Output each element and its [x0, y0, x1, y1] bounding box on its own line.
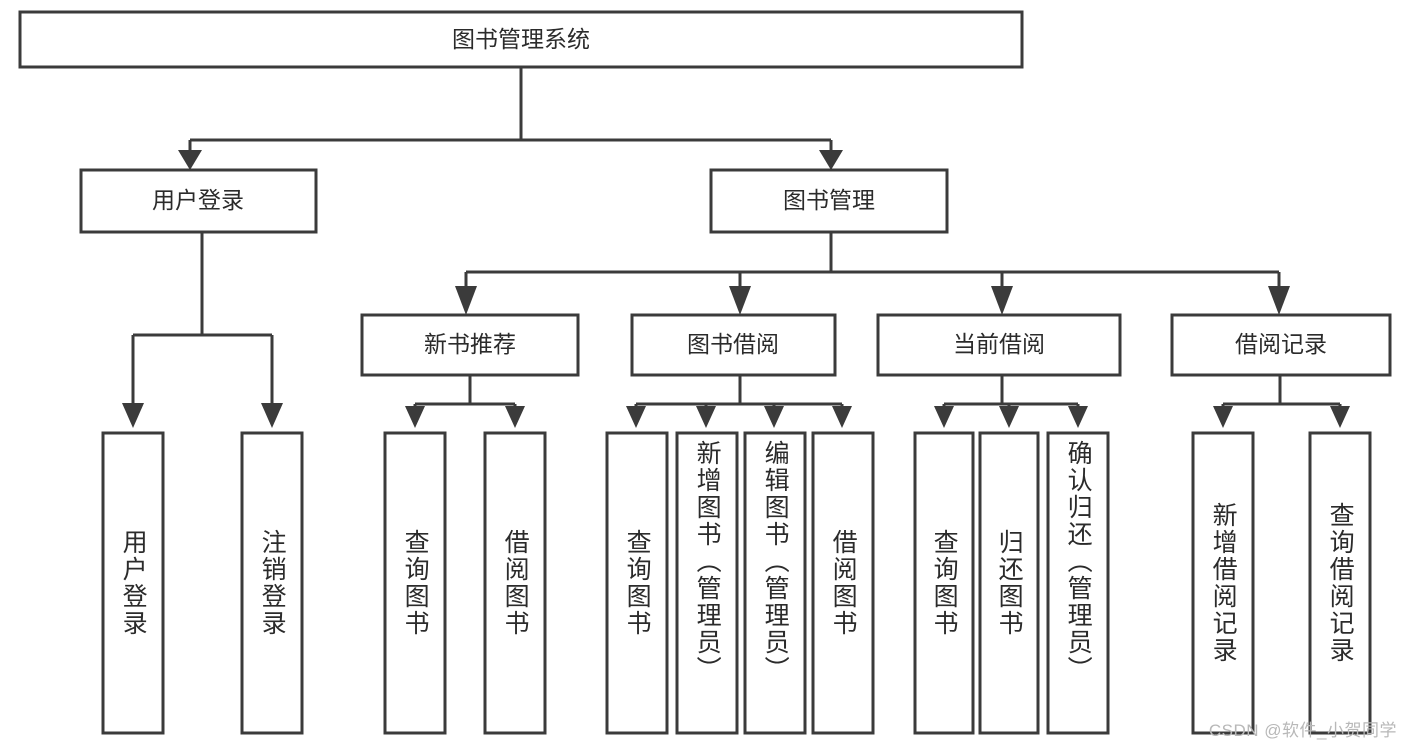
- node-borrow-record-label: 借阅记录: [1235, 331, 1327, 357]
- node-leaf-user-login-box[interactable]: [101, 431, 165, 735]
- connector-group-user-login: [122, 232, 283, 428]
- node-leaf-add-book-box[interactable]: [675, 431, 739, 735]
- node-book-management-box[interactable]: [709, 168, 949, 234]
- connector-group-book-borrow: [626, 375, 852, 428]
- node-leaf-return-book-box[interactable]: [978, 431, 1040, 735]
- csdn-watermark: CSDN @软件_小贺同学: [1208, 721, 1397, 740]
- node-book-management-label: 图书管理: [783, 187, 875, 213]
- arrowhead-leaf-logout-login: [261, 403, 283, 428]
- arrowhead-leaf-user-login: [122, 403, 144, 428]
- arrowhead-leaf-query-book-1: [405, 406, 425, 428]
- arrowhead-user-login: [178, 150, 202, 170]
- arrowhead-borrow-record: [1268, 286, 1290, 315]
- node-current-borrow-label: 当前借阅: [953, 331, 1045, 357]
- arrowhead-leaf-add-book: [696, 406, 716, 428]
- connector-group-book-management: [455, 232, 1290, 315]
- connector-group-current-borrow: [934, 375, 1088, 428]
- node-leaf-edit-book-box[interactable]: [743, 431, 807, 735]
- node-borrow-record-box[interactable]: [1170, 313, 1392, 377]
- node-leaf-confirm-return-box[interactable]: [1046, 431, 1110, 735]
- node-leaf-borrow-book-1-box[interactable]: [483, 431, 547, 735]
- node-book-borrow-box[interactable]: [630, 313, 837, 377]
- node-user-login[interactable]: 用户登录: [79, 168, 318, 234]
- node-user-login-box[interactable]: [79, 168, 318, 234]
- arrowhead-leaf-query-record: [1330, 406, 1350, 428]
- connector-group-new-book-recommend: [405, 375, 525, 428]
- arrowhead-leaf-add-record: [1213, 406, 1233, 428]
- node-leaf-query-record-box[interactable]: [1308, 431, 1372, 735]
- connector-group-root: [178, 67, 843, 170]
- node-book-management[interactable]: 图书管理: [709, 168, 949, 234]
- node-leaf-query-book-3-box[interactable]: [913, 431, 975, 735]
- node-leaf-query-book-1-box[interactable]: [383, 431, 447, 735]
- arrowhead-book-management: [819, 150, 843, 170]
- node-leaf-add-record-box[interactable]: [1191, 431, 1255, 735]
- node-user-login-label: 用户登录: [152, 187, 244, 213]
- arrowhead-leaf-confirm-return: [1068, 406, 1088, 428]
- arrowhead-leaf-return-book: [999, 406, 1019, 428]
- arrowhead-leaf-borrow-book-2: [832, 406, 852, 428]
- arrowhead-book-borrow: [729, 286, 751, 315]
- arrowhead-current-borrow: [991, 286, 1013, 315]
- connector-group-borrow-record: [1213, 375, 1350, 428]
- node-root[interactable]: 图书管理系统: [18, 10, 1024, 69]
- arrowhead-leaf-borrow-book-1: [505, 406, 525, 428]
- node-borrow-record[interactable]: 借阅记录: [1170, 313, 1392, 377]
- node-root-label: 图书管理系统: [452, 26, 590, 52]
- arrowhead-new-book-recommend: [455, 286, 477, 315]
- node-root-box[interactable]: [18, 10, 1024, 69]
- arrowhead-leaf-query-book-2: [626, 406, 646, 428]
- node-leaf-query-book-2-box[interactable]: [605, 431, 669, 735]
- node-book-borrow-label: 图书借阅: [687, 331, 779, 357]
- node-leaf-borrow-book-2-box[interactable]: [811, 431, 875, 735]
- node-new-book-recommend[interactable]: 新书推荐: [360, 313, 580, 377]
- node-current-borrow[interactable]: 当前借阅: [876, 313, 1122, 377]
- node-new-book-recommend-box[interactable]: [360, 313, 580, 377]
- arrowhead-leaf-edit-book: [764, 406, 784, 428]
- node-new-book-recommend-label: 新书推荐: [424, 331, 516, 357]
- node-leaf-logout-login-box[interactable]: [240, 431, 304, 735]
- node-book-borrow[interactable]: 图书借阅: [630, 313, 837, 377]
- arrowhead-leaf-query-book-3: [934, 406, 954, 428]
- node-current-borrow-box[interactable]: [876, 313, 1122, 377]
